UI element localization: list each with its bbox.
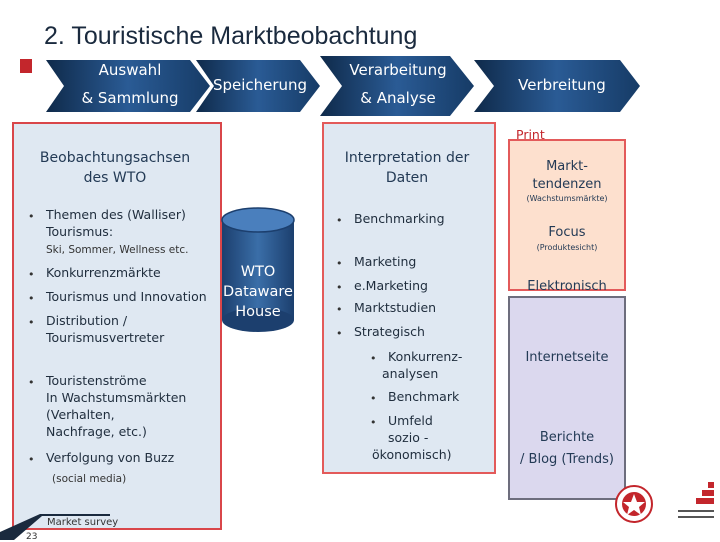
step-1-line2: & Sammlung [81,89,179,107]
database-line1: WTO [240,264,276,280]
observation-axes-header: Beobachtungsachsen des WTO [39,150,191,186]
page-number: 23 [26,532,38,542]
mid-item-strategisch: Strategisch [354,324,425,339]
bullet-icon: • [370,352,377,365]
bullet-icon: • [28,316,35,329]
markt-sub: (Wachstumsmärkte) [526,194,608,203]
markt-line2: tendenzen [532,177,602,192]
markt-line1: Markt- [546,159,588,174]
left-item-6: Verfolgung von Buzz [46,450,175,465]
left-item-2: Konkurrenzmärkte [46,265,161,280]
mid-item-emarketing: e.Marketing [354,278,428,293]
bullet-icon: • [28,376,35,389]
mid-sub-2: Benchmark [388,389,460,404]
mid-item-benchmarking: Benchmarking [354,211,445,226]
left-item-5-line2: In Wachstumsmärkten [46,390,187,405]
bullet-icon: • [28,210,35,223]
interpretation-header: Interpretation der Daten [344,150,470,186]
left-item-5-line3: (Verhalten, [46,407,115,422]
step-1-line1: Auswahl [98,61,162,79]
arrow-step-3 [320,56,474,116]
focus-label: Focus [548,225,586,240]
left-item-5-line1: Touristenströme [46,373,147,388]
bullet-icon: • [336,257,343,270]
mid-sub-1-line2: analysen [382,366,439,381]
footer-text: Market survey [47,517,119,528]
bullet-icon: • [28,453,35,466]
left-item-3: Tourismus und Innovation [46,289,207,304]
title-accent-bar [20,59,32,73]
print-box [508,139,626,291]
database-label: WTO Dataware House [223,262,293,322]
database-cylinder-icon [221,207,295,332]
left-item-6-sub: (social media) [52,473,127,485]
print-label: Print [516,127,545,142]
left-item-1-line1: Themen des (Walliser) [46,207,186,222]
bullet-icon: • [336,303,343,316]
arrow-step-4 [474,60,640,112]
database-line3: House [235,304,281,320]
left-item-4-line1: Distribution / [46,313,128,328]
berichte-line1: Berichte [539,430,595,445]
interpretation-panel [322,122,496,474]
arrow-step-1 [46,60,210,112]
focus-sub: (Produktesicht) [536,243,598,252]
berichte-line2: / Blog (Trends) [520,452,614,467]
arrow-step-2 [196,60,320,112]
step-3-line2: & Analyse [360,89,436,107]
mid-sub-3-line3: ökonomisch) [372,447,452,462]
database-line2: Dataware [223,284,293,300]
page-title: 2. Touristische Marktbeobachtung [44,22,418,50]
observation-axes-panel [12,122,222,530]
bullet-icon: • [28,292,35,305]
bullet-icon: • [336,214,343,227]
left-item-5-line4: Nachfrage, etc.) [46,424,147,439]
step-4-label: Verbreitung [518,76,606,94]
mid-sub-3-line1: Umfeld [388,413,433,428]
bullet-icon: • [336,327,343,340]
internetseite-label: Internetseite [525,350,609,365]
mid-sub-1-line1: Konkurrenz- [388,349,463,364]
step-3-line1: Verarbeitung [349,61,447,79]
left-item-4-line2: Tourismusvertreter [46,330,165,345]
bullet-icon: • [370,392,377,405]
process-arrows [46,56,640,116]
elektronisch-label: Elektronisch [527,279,607,294]
seal-logo-icon [615,485,653,523]
electronic-box [508,296,626,500]
left-item-1-line2: Tourismus: [46,224,114,239]
bullet-icon: • [28,268,35,281]
bullet-icon: • [370,416,377,429]
mid-sub-3-line2: sozio - [388,430,429,445]
step-2-label: Speicherung [212,76,308,94]
left-item-1-sub: Ski, Sommer, Wellness etc. [46,244,189,256]
bullet-icon: • [336,281,343,294]
footer-corner-shape [0,514,110,540]
institution-logo-icon [678,482,714,518]
mid-item-marktstudien: Marktstudien [354,300,437,315]
mid-item-marketing: Marketing [354,254,417,269]
